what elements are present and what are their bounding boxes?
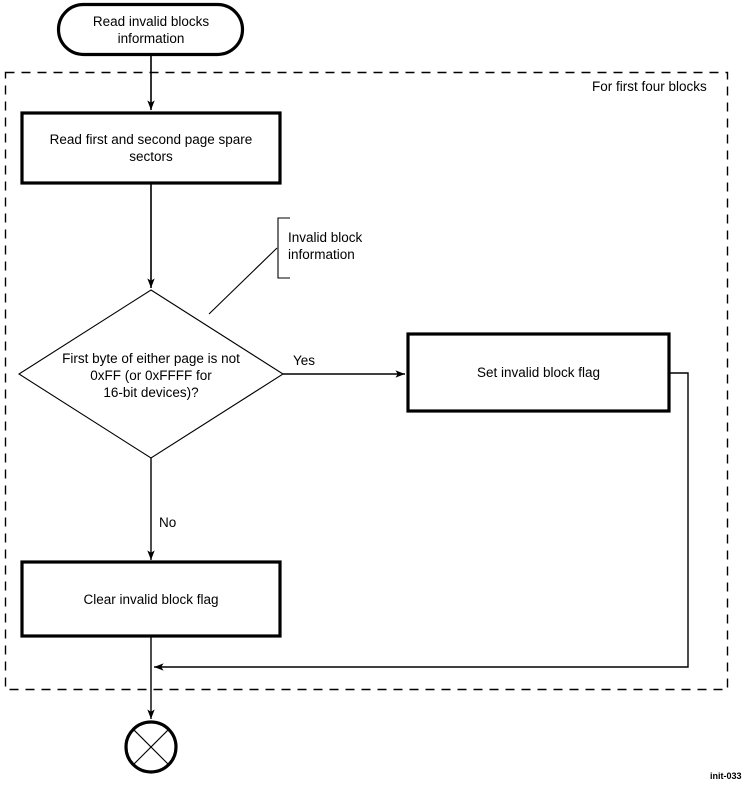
group-region-label: For first four blocks [592,79,707,94]
annotation-leader-line [208,247,278,315]
clear-flag-shape[interactable] [20,560,282,638]
edge-label-yes: Yes [293,353,316,368]
read-spare-sectors-shape[interactable] [20,111,282,185]
group-region-dashed-box [4,71,729,691]
start-terminator-shape[interactable] [56,2,245,57]
annotation-bracket [277,217,290,279]
figure-caption: init-033 [710,771,742,781]
annotation-invalid-block-information: Invalid block information [288,230,363,262]
end-terminator-x-stroke-2 [132,728,170,766]
connector-set-flag-feedback [154,372,689,671]
decision-diamond-shape[interactable] [17,289,285,459]
set-flag-shape[interactable] [406,332,671,413]
edge-label-no: No [159,515,177,530]
